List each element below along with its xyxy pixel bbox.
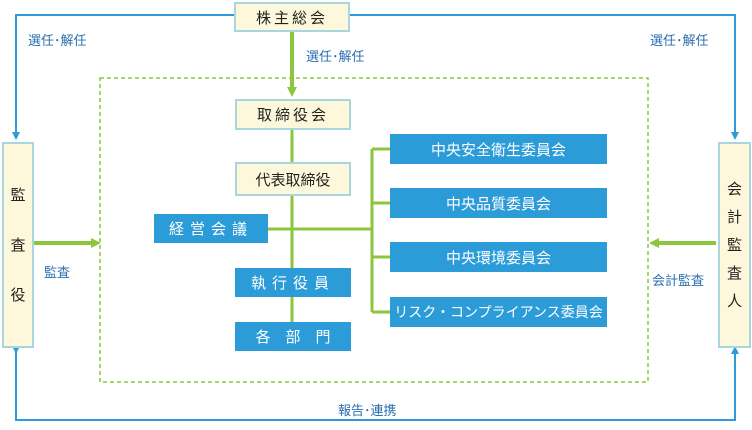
accounting-auditor-char-1: 会 (726, 180, 742, 198)
executive-officers-box: 執行役員 (235, 268, 351, 297)
committee-safety-health: 中央安全衛生委員会 (390, 134, 607, 164)
appoint-label-right: 選任･解任 (650, 34, 709, 49)
accounting-auditor-char-4: 査 (726, 264, 742, 282)
departments-box: 各 部 門 (235, 322, 351, 351)
committee-environment: 中央環境委員会 (390, 242, 607, 272)
internal-organization-frame (99, 77, 649, 383)
auditor-char-1: 監 (10, 186, 26, 204)
accounting-auditor-char-5: 人 (726, 292, 742, 310)
appoint-label-center: 選任･解任 (306, 50, 365, 65)
accounting-auditor-char-2: 計 (726, 208, 742, 226)
report-label: 報告･連携 (338, 404, 397, 419)
auditor-box: 監 査 役 (2, 142, 34, 348)
committee-quality: 中央品質委員会 (390, 188, 607, 218)
report-line (12, 346, 739, 421)
accounting-audit-label: 会計監査 (652, 274, 705, 289)
representative-director-box: 代表取締役 (235, 162, 351, 196)
board-of-directors-box: 取締役会 (235, 99, 351, 130)
auditor-char-2: 査 (10, 236, 26, 254)
shareholders-meeting-box: 株主総会 (234, 2, 350, 32)
appoint-label-left: 選任･解任 (28, 34, 87, 49)
committee-risk-compliance: リスク・コンプライアンス委員会 (390, 297, 607, 327)
appoint-accounting-auditor-line (350, 14, 739, 140)
management-meeting-box: 経営会議 (154, 214, 268, 243)
accounting-auditor-char-3: 監 (726, 236, 742, 254)
appoint-auditor-line (12, 14, 234, 140)
audit-label: 監査 (44, 266, 71, 281)
accounting-auditor-box: 会 計 監 査 人 (718, 142, 751, 348)
auditor-char-3: 役 (10, 286, 26, 304)
